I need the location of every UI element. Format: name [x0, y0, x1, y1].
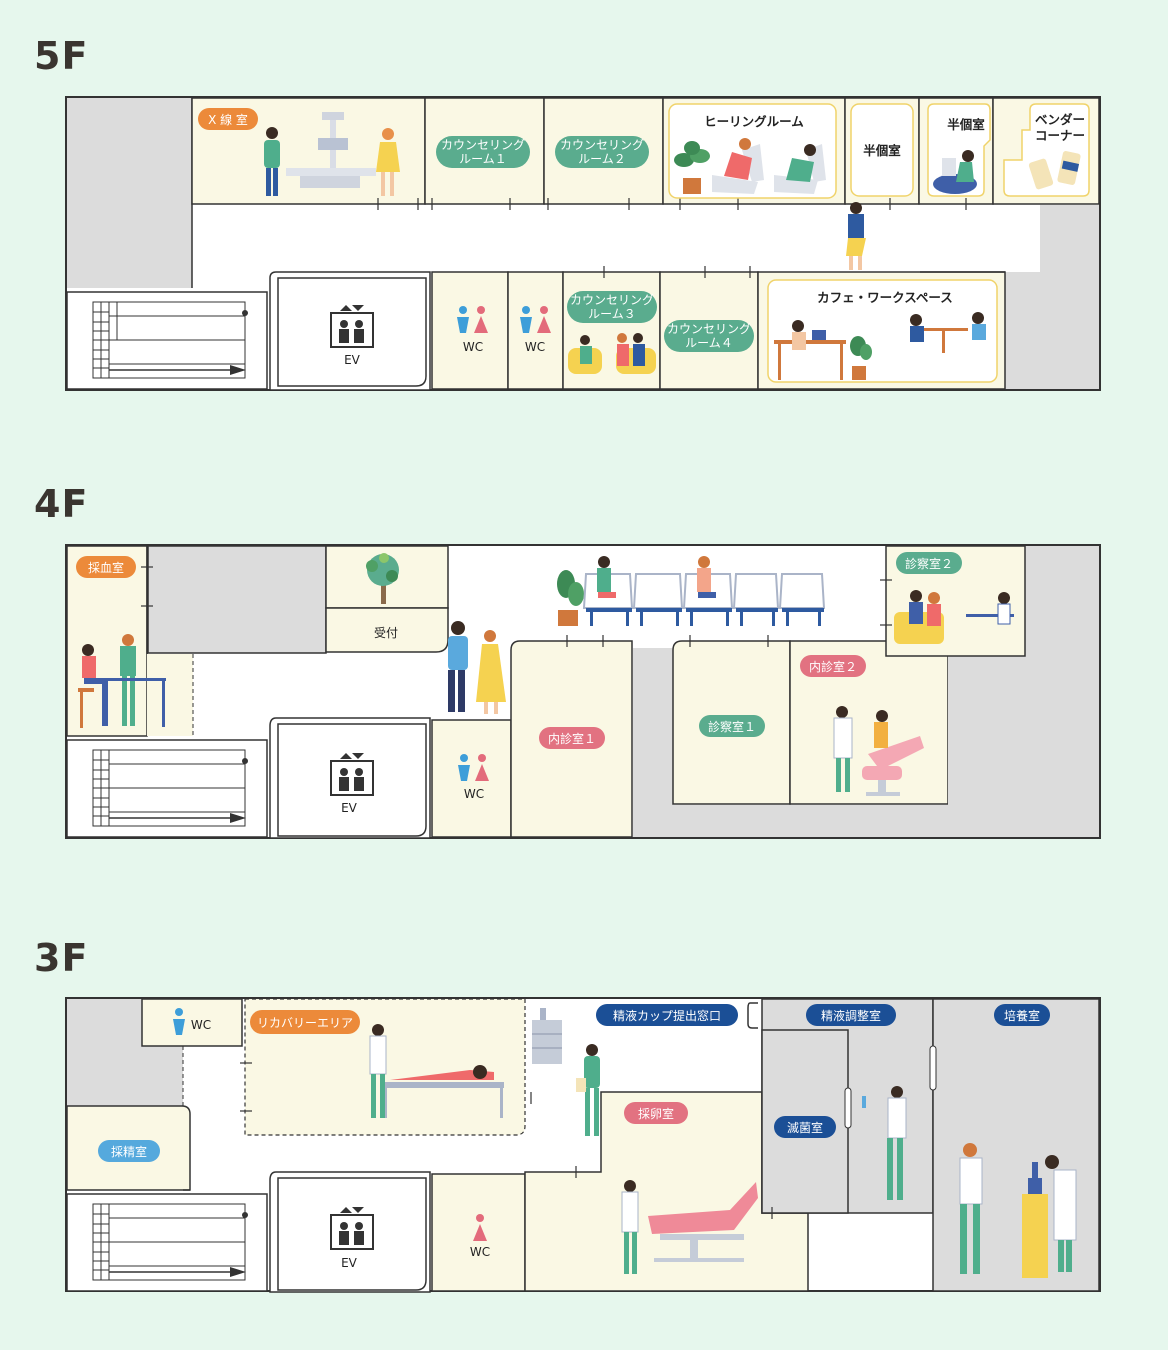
room-label-culture: 培養室	[1004, 1008, 1040, 1023]
room-label-counseling4-line2: ルーム４	[685, 336, 733, 350]
room-label-sterilization: 滅菌室	[787, 1120, 823, 1135]
room-label-cafe: カフェ・ワークスペース	[817, 290, 953, 305]
room-label-reception: 受付	[374, 626, 398, 640]
recovery-bed-figure	[369, 1024, 504, 1118]
recliner-chair-icon	[712, 138, 764, 194]
elevator-icon	[330, 305, 374, 348]
room-label-egg-retrieval: 採卵室	[638, 1106, 674, 1121]
room-label-exam1: 診察室１	[708, 719, 756, 734]
room-label-internal1: 内診室１	[548, 731, 596, 746]
lab-technician-figure	[862, 1086, 907, 1200]
room-label-xray: X 線 室	[208, 112, 248, 127]
stairs-5f	[92, 301, 246, 379]
scientist-figure	[959, 1143, 983, 1274]
wc-label-4f: WC	[464, 787, 484, 801]
wc-label-5f-b: WC	[525, 340, 545, 354]
floor-plan-5f: EV WC WC X 線 室	[65, 96, 1101, 391]
room-label-healing: ヒーリングルーム	[704, 114, 804, 129]
doctor-figure	[264, 127, 280, 196]
patient-figure	[376, 128, 400, 196]
floor-plan-3f: WC リカバリーエリア 採精室 EV WC	[65, 997, 1101, 1293]
drink-cup-icon	[1028, 151, 1081, 190]
floor-label-3f: 3F	[34, 936, 89, 980]
elevator-icon	[330, 753, 374, 796]
room-label-vendor-line2: コーナー	[1035, 128, 1085, 143]
restroom-icon	[458, 754, 489, 781]
room-label-counseling3-line1: カウンセリング	[570, 293, 654, 307]
room-label-counseling2-line2: ルーム２	[578, 152, 626, 166]
plant-icon	[674, 141, 710, 194]
room-label-counseling3-line2: ルーム３	[588, 307, 636, 321]
room-label-vendor-line1: ベンダー	[1035, 112, 1085, 127]
male-restroom-icon	[173, 1008, 185, 1035]
recliner-chair-icon	[774, 144, 826, 194]
waiting-chairs	[557, 556, 826, 626]
wc-label-3f: WC	[470, 1245, 490, 1259]
room-label-counseling2-line1: カウンセリング	[560, 138, 644, 152]
female-restroom-icon	[473, 1214, 487, 1241]
restroom-icon	[457, 306, 488, 333]
room-label-blood: 採血室	[88, 560, 124, 575]
cafe-counter-icon	[774, 320, 846, 380]
walking-person-figure	[846, 202, 866, 270]
restroom-icon	[520, 306, 551, 333]
xray-machine-icon	[286, 112, 376, 188]
stairs-3f	[92, 1203, 246, 1281]
room-label-counseling1-line1: カウンセリング	[441, 138, 525, 152]
room-label-semen-prep: 精液調整室	[821, 1008, 881, 1023]
room-label-exam2: 診察室２	[905, 556, 953, 571]
room-label-internal2: 内診室２	[809, 659, 857, 674]
ev-label-3f: EV	[341, 1256, 358, 1270]
floor-label-4f: 4F	[34, 482, 89, 526]
room-label-recovery: リカバリーエリア	[257, 1016, 353, 1030]
ev-label-5f: EV	[344, 353, 361, 367]
elevator-icon	[330, 1207, 374, 1250]
room-label-semen-window: 精液カップ提出窓口	[613, 1008, 721, 1023]
sofa-people-figure	[568, 333, 656, 374]
plant-icon	[850, 336, 872, 380]
ev-label-4f: EV	[341, 801, 358, 815]
room-label-counseling1-line2: ルーム１	[459, 152, 507, 166]
couple-figure	[448, 621, 506, 714]
microscope-figure	[1022, 1155, 1077, 1278]
room-label-semen-collection: 採精室	[111, 1144, 147, 1159]
nurse-figure	[576, 1044, 600, 1136]
room-label-semi-private-a: 半個室	[863, 143, 901, 158]
person-on-beanbag-figure	[933, 150, 977, 194]
floor-plan-4f: 受付 EV WC 内診室１ 診察室１ 内診	[65, 544, 1101, 839]
room-label-counseling4-line1: カウンセリング	[667, 322, 751, 336]
wc-label-3f-top: WC	[191, 1018, 211, 1032]
blood-draw-figure	[78, 634, 166, 728]
cafe-table-people-figure	[910, 312, 986, 353]
stairs-4f	[92, 749, 246, 827]
retrieval-chair-figure	[621, 1180, 758, 1274]
consultation-figure	[894, 590, 1014, 644]
floor-label-5f: 5F	[34, 34, 89, 78]
room-label-semi-private-b: 半個室	[947, 117, 985, 132]
wc-label-5f-a: WC	[463, 340, 483, 354]
exam-chair-figure	[833, 706, 924, 796]
cabinet-icon	[532, 1008, 562, 1064]
tree-icon	[366, 553, 399, 604]
